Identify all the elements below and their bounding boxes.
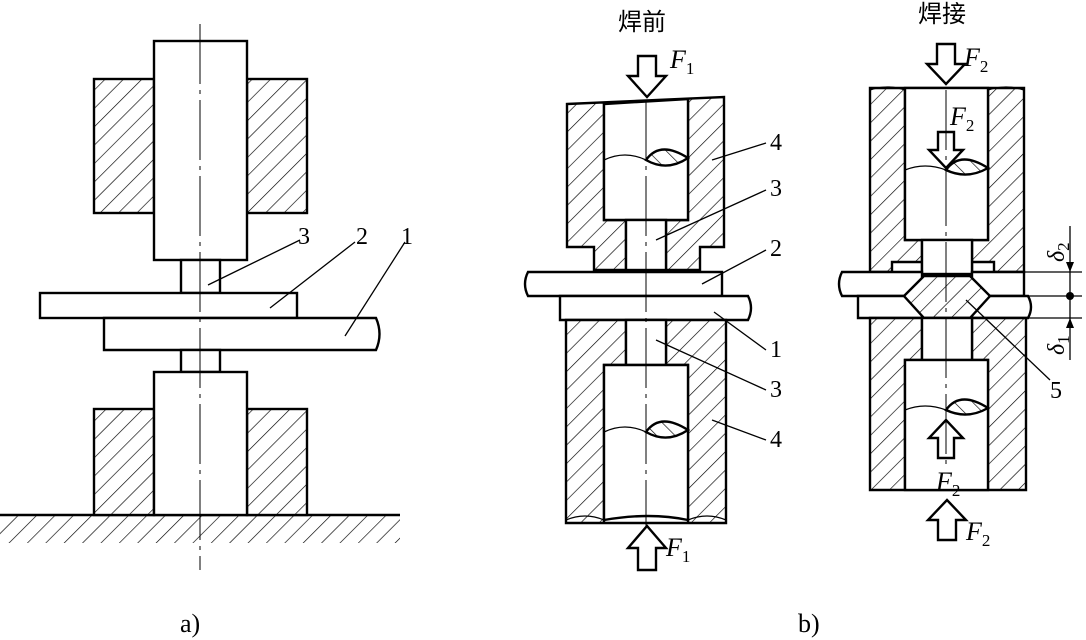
diagram-b-before: 焊前 F1 F1 4 3 2 1 [523,8,782,572]
plate-2 [38,291,299,320]
arrow-down-icon [924,42,968,86]
lower-holder-right [245,407,309,517]
label-5: 5 [1050,378,1062,404]
label-4-top: 4 [770,130,782,156]
plate-1-b [558,294,753,322]
label-3-bottom: 3 [770,377,782,403]
label-3-top: 3 [770,176,782,202]
caption-a: a) [180,609,200,638]
label-4-bottom: 4 [770,427,782,453]
delta-2: δ2 [1044,242,1073,262]
force-bottom-before: F1 [665,533,690,566]
diagram-b-welding: 焊接 F2 F2 F2 F2 [837,0,1082,550]
lower-break-hatch [644,420,691,439]
force-inner-bottom: F2 [935,467,960,500]
plate-1 [102,316,381,352]
force-top-welding: F2 [963,43,988,76]
force-top-before: F1 [669,45,694,78]
title-welding: 焊接 [918,0,966,28]
dimension-dot [1066,292,1074,300]
title-before: 焊前 [618,8,666,36]
plate-2-b [523,270,724,298]
label-2-a: 2 [356,224,368,250]
arrow-up-icon [625,524,669,572]
force-inner-top: F2 [949,102,974,135]
caption-b: b) [798,609,820,638]
weld-nugget [902,274,992,320]
arrow-down-icon [625,54,669,99]
upper-holder-left [92,77,156,215]
upper-holder-right [245,77,309,215]
arrow-up-icon [925,498,969,542]
diagram-a: 3 2 1 a) [0,24,413,638]
lower-stud-w [920,316,974,362]
upper-break-hatch [644,148,691,167]
label-1-b: 1 [770,337,782,363]
lower-holder-left [92,407,156,517]
label-1-a: 1 [401,224,413,250]
force-bottom-welding: F2 [965,517,990,550]
upper-stud-w [920,238,974,276]
label-2-b: 2 [770,236,782,262]
delta-1: δ1 [1044,335,1073,355]
label-3-a: 3 [298,224,310,250]
